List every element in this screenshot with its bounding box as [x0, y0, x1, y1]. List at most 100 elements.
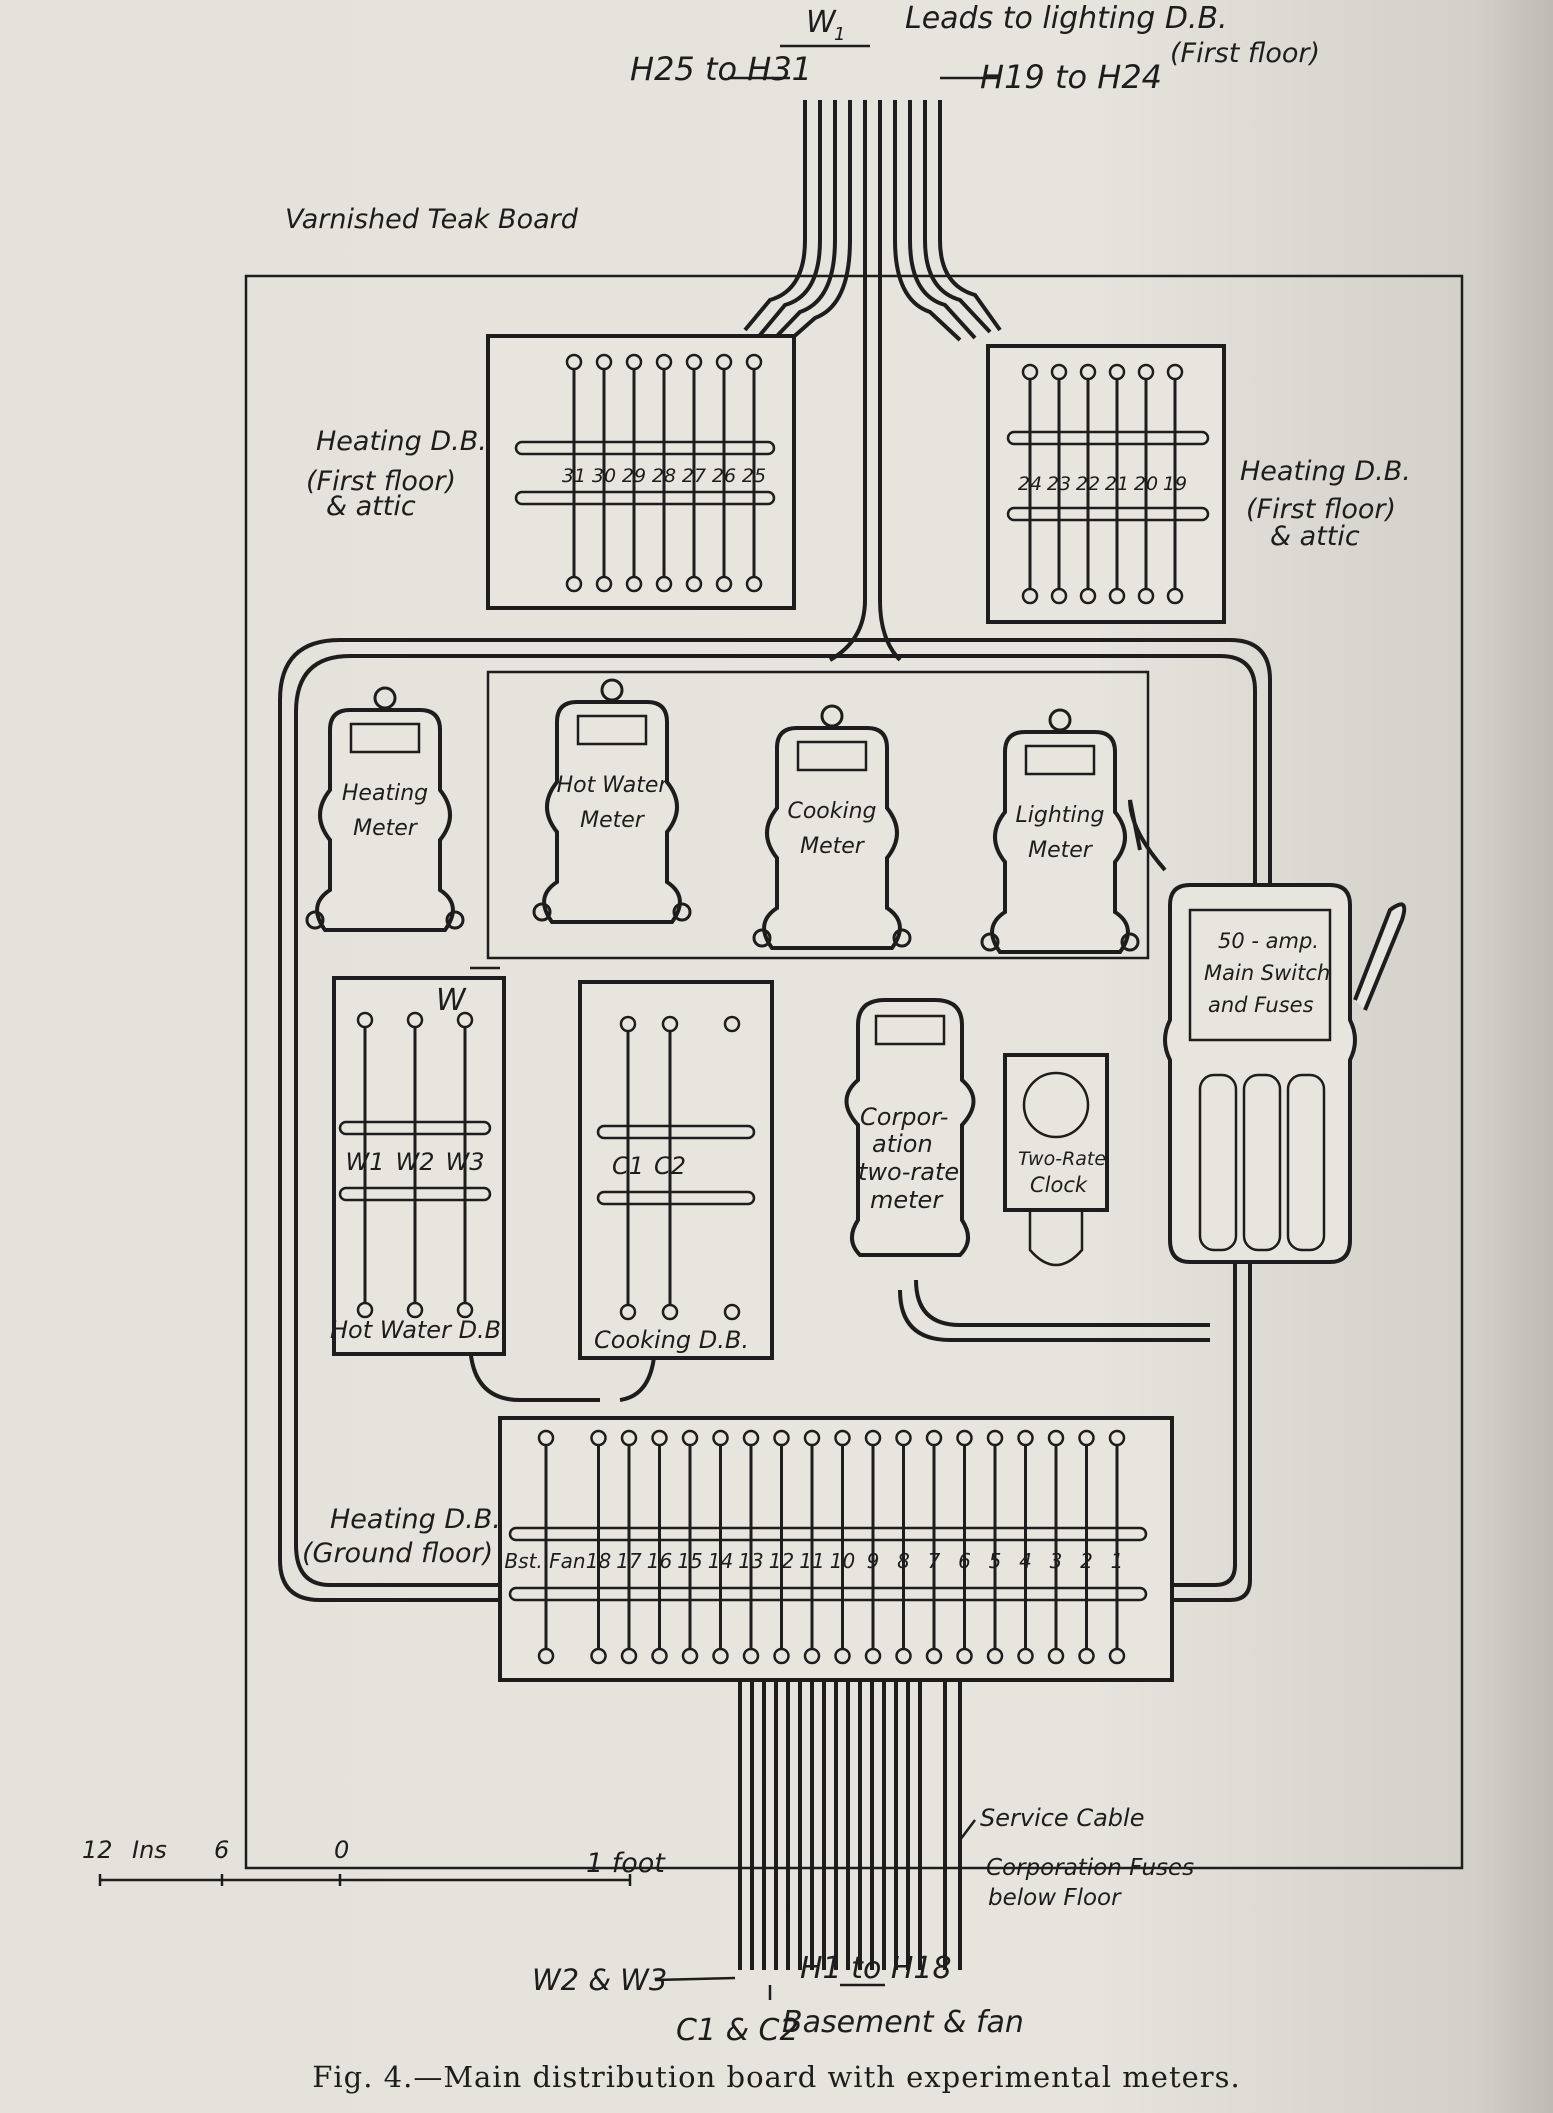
fuse-number-label: 17 [616, 1549, 642, 1573]
fuse-number-label: 18 [586, 1549, 611, 1573]
meter-label-line-1: Lighting [1016, 803, 1105, 828]
corp-meter-line-4: meter [870, 1186, 944, 1214]
fuse-number-label: 28 [652, 465, 676, 487]
fuse-way [864, 1429, 882, 1665]
fuse-way [745, 353, 763, 593]
board-label: Varnished Teak Board [285, 204, 579, 235]
fuse-label: W3 [446, 1148, 485, 1176]
fuse-way [456, 1011, 474, 1319]
fuse-way [1108, 363, 1126, 605]
heating-db-left-floor: (First floor) [306, 466, 456, 497]
fuse-way [681, 1429, 699, 1665]
fuse-number-label: 6 [958, 1549, 971, 1573]
h1-h18-label: H1 to H18 [800, 1951, 952, 1986]
fuse-rails-right [1006, 430, 1210, 522]
heating-db-left-title: Heating D.B. [316, 426, 487, 457]
meter-label-line-1: Hot Water [557, 773, 670, 798]
fuse-way [1050, 363, 1068, 605]
fuse-label: W2 [396, 1148, 435, 1176]
fuse-way [834, 1429, 851, 1665]
fuse-way [773, 1429, 790, 1665]
fuse-way [1137, 363, 1155, 605]
fuse-number-label: 30 [592, 465, 616, 487]
fuse-way [712, 1429, 729, 1665]
clock-line-1: Two-Rate [1018, 1148, 1106, 1170]
fuse-number-label: 27 [682, 465, 706, 487]
meter-label-line-2: Meter [1028, 838, 1094, 863]
h19-h24-label: H19 to H24 [980, 58, 1162, 96]
fuse-way [1017, 1429, 1034, 1665]
fuse-way [956, 1429, 973, 1665]
corporation-two-rate-meter [844, 998, 976, 1257]
fuse-way [1166, 363, 1184, 605]
service-cable-label: Service Cable [980, 1804, 1144, 1832]
meter-label-line-2: Meter [353, 816, 419, 841]
fuse-way [661, 1015, 679, 1321]
main-switch-line-2: Main Switch [1204, 961, 1330, 985]
meter-label-line-2: Meter [800, 834, 866, 859]
fuse-number-label: 2 [1080, 1549, 1093, 1573]
fuse-way [590, 1429, 607, 1665]
meter-panel [486, 670, 1150, 960]
fuse-way [803, 1429, 821, 1665]
fuse-number-label: 15 [677, 1549, 702, 1573]
fuse-number-label: 20 [1134, 473, 1158, 495]
bottom-lead-bundle [738, 1660, 922, 1970]
meter-label-line-1: Heating [342, 781, 428, 806]
fuse-number-label: 29 [622, 465, 646, 487]
fuse-number-label: 1 [1111, 1549, 1124, 1573]
fuse-number-label: 22 [1076, 473, 1100, 495]
figure-caption: Fig. 4.—Main distribution board with exp… [312, 2060, 1241, 2094]
fuse-way [625, 353, 643, 593]
fuse-way [406, 1011, 424, 1319]
two-rate-clock [1003, 1053, 1109, 1267]
fuse-number-label: 5 [989, 1549, 1002, 1573]
heating-db-ground-title: Heating D.B. [330, 1504, 501, 1535]
fuse-number-label: 11 [799, 1549, 824, 1573]
fuse-way [925, 1429, 943, 1665]
fuse-number-label: Bst. Fan [504, 1549, 585, 1573]
scale-bar [98, 1874, 632, 1886]
fuse-number-label: 31 [562, 465, 586, 487]
scale-ins: Ins [132, 1836, 167, 1864]
fuse-number-label: 14 [708, 1549, 733, 1573]
fuse-number-label: 13 [738, 1549, 763, 1573]
main-switch-and-fuses [1163, 883, 1407, 1264]
fuse-way [1078, 1429, 1095, 1665]
heating-db-ground-floor: (Ground floor) [302, 1538, 493, 1569]
fuse-number-label: 19 [1163, 473, 1187, 495]
fuse-way [619, 1015, 637, 1321]
fuse-way [895, 1429, 912, 1665]
w1-mid-label: W [436, 983, 467, 1018]
fuse-number-label: 9 [867, 1549, 880, 1573]
fuse-way [742, 1429, 760, 1665]
scale-0: 0 [334, 1836, 349, 1864]
fuse-way [1021, 363, 1039, 605]
w2-w3-label: W2 & W3 [532, 1963, 667, 1997]
leader-arrows [470, 44, 1000, 2000]
fuse-way [655, 353, 673, 593]
h25-h31-label: H25 to H31 [630, 50, 812, 88]
corp-fuses-label-1: Corporation Fuses [986, 1855, 1194, 1881]
heating-db-right-floor: (First floor) [1246, 494, 1396, 525]
fuse-number-label: 12 [769, 1549, 794, 1573]
fuse-number-label: 7 [928, 1549, 941, 1573]
varnished-teak-board [244, 274, 1464, 1870]
scale-6: 6 [214, 1836, 229, 1864]
fuse-number-label: 24 [1018, 473, 1042, 495]
scale-foot: 1 foot [586, 1848, 666, 1879]
fuse-label: C1 [612, 1152, 644, 1180]
fuse-way [651, 1429, 668, 1665]
